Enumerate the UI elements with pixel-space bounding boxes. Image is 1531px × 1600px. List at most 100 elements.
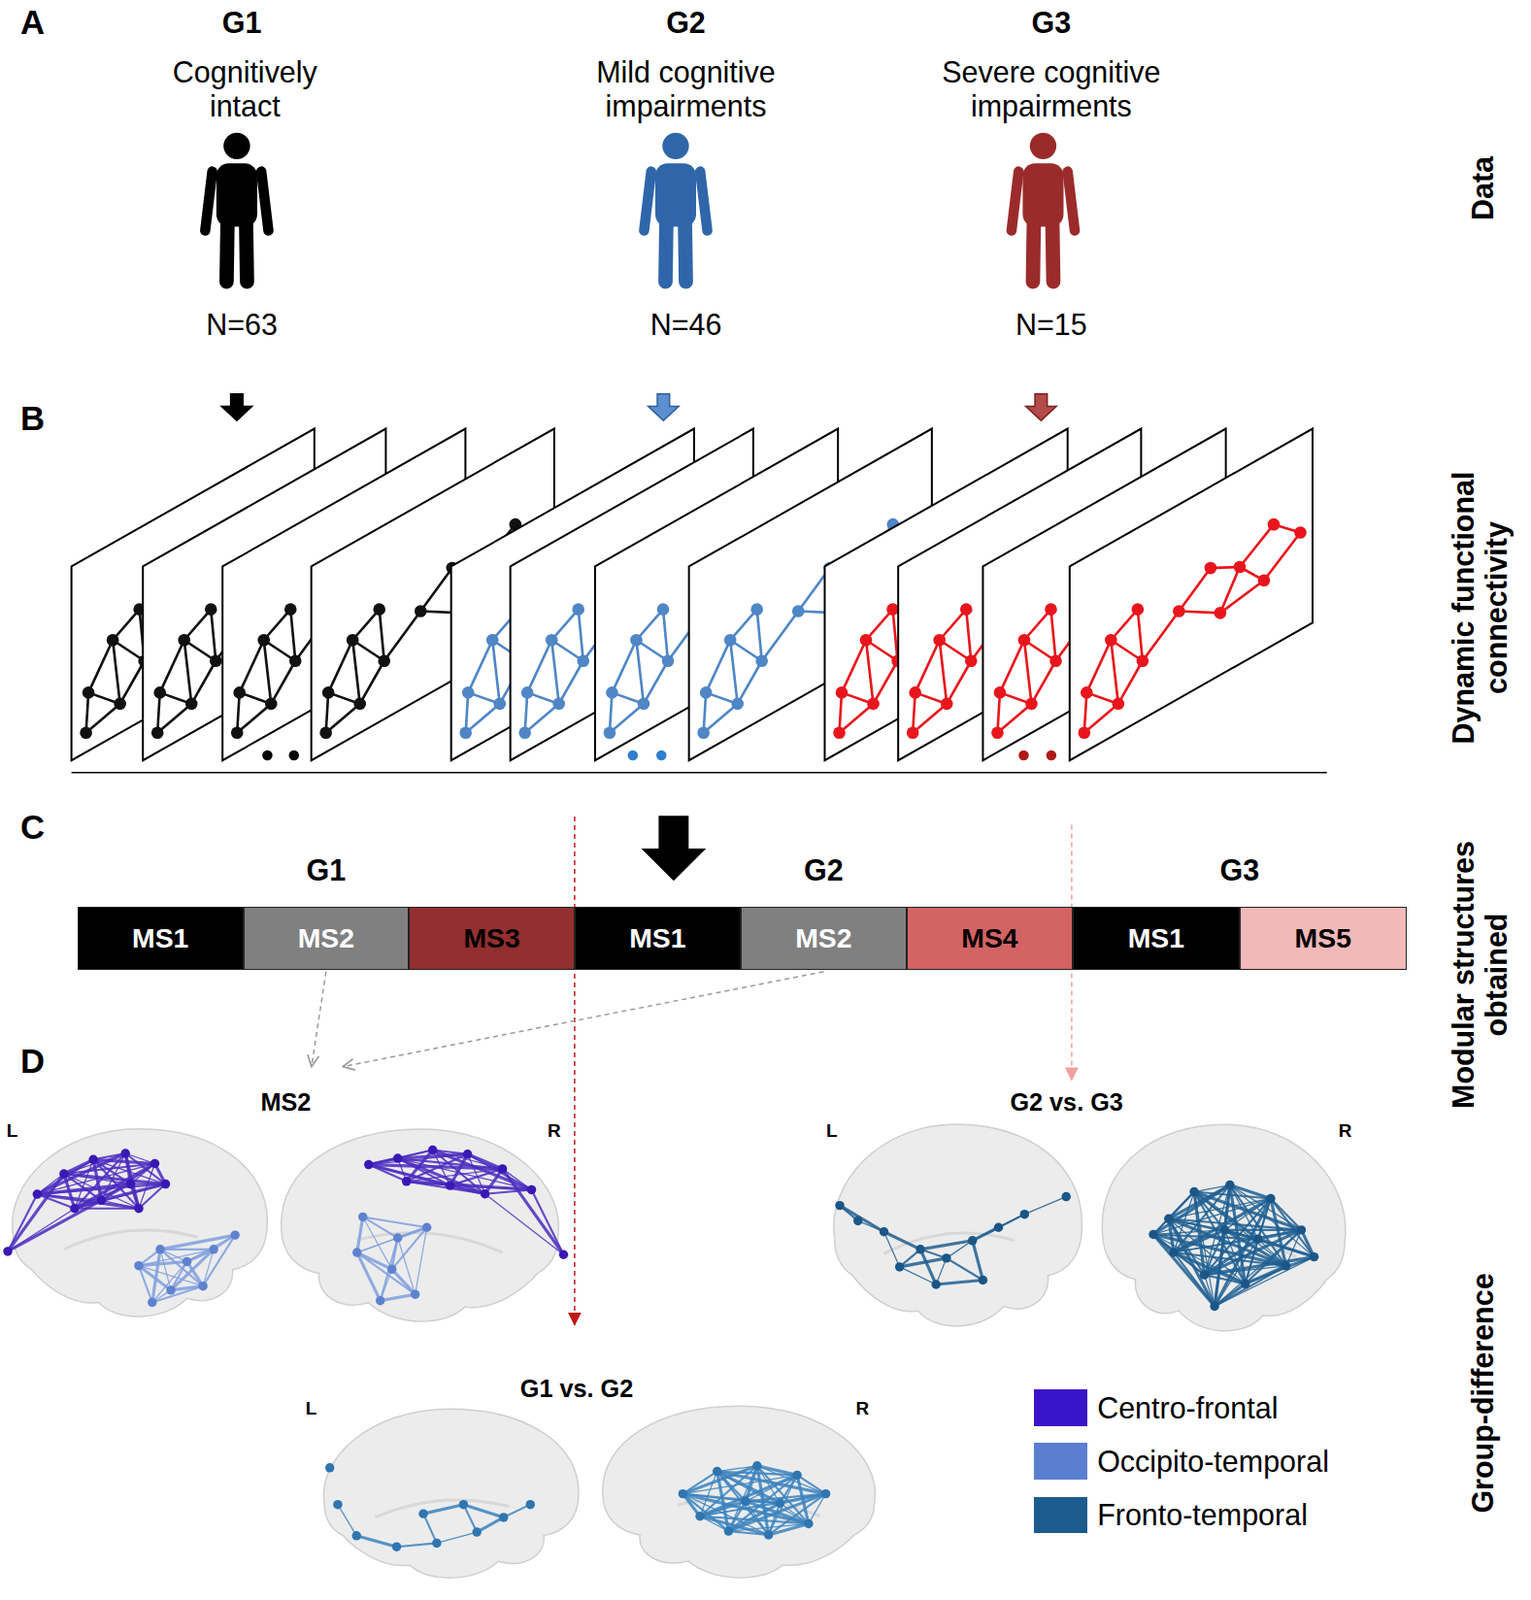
modular-structure-segment: MS1 <box>77 906 244 970</box>
legend-text: Fronto-temporal <box>1097 1497 1308 1532</box>
network-node <box>493 698 506 711</box>
hemisphere-label: R <box>547 1120 562 1142</box>
network-link <box>380 1294 416 1300</box>
network-link <box>972 1214 1026 1241</box>
network-node <box>941 1253 951 1263</box>
network-node <box>332 1499 342 1509</box>
network-link <box>379 609 385 662</box>
network-link <box>492 639 500 704</box>
brain-illustration <box>2 1129 267 1317</box>
network-node <box>545 633 559 647</box>
network-link <box>380 1237 399 1301</box>
dashed-connector <box>311 971 327 1067</box>
network-node <box>289 654 302 667</box>
network-node <box>932 633 946 647</box>
network-node <box>432 1538 441 1548</box>
brain-outline <box>323 1408 579 1578</box>
network-link <box>202 1234 235 1287</box>
network-link <box>865 639 874 704</box>
big-down-arrow <box>642 816 704 880</box>
network-node <box>1025 698 1038 711</box>
network-node <box>724 1526 733 1535</box>
network-node <box>712 1466 722 1476</box>
hemisphere-label: L <box>6 1120 19 1142</box>
brain-illustration <box>1101 1124 1346 1332</box>
panel-letter: C <box>20 807 45 846</box>
network-link <box>1142 610 1180 661</box>
network-node <box>459 1499 468 1509</box>
network-link <box>326 703 361 733</box>
network-link <box>392 1227 428 1269</box>
brain-outline <box>281 1129 560 1322</box>
network-node <box>480 1189 490 1199</box>
modular-structure-segment: MS2 <box>243 906 410 970</box>
network-node <box>393 1232 402 1242</box>
network-link <box>1270 1198 1315 1257</box>
group-heading: G2 <box>803 852 844 887</box>
ellipsis-dot <box>1018 750 1030 762</box>
network-node <box>445 1180 455 1190</box>
network-link <box>423 1513 437 1543</box>
network-node <box>325 1463 334 1472</box>
legend-row: Fronto-temporal <box>1033 1488 1330 1542</box>
sample-size: N=46 <box>650 307 723 341</box>
panel-letter: D <box>20 1042 45 1081</box>
network-node <box>1112 698 1126 711</box>
network-link <box>290 609 296 662</box>
group-description: Severe cognitive impairments <box>915 55 1188 122</box>
network-link <box>328 639 353 693</box>
person-leg <box>1032 216 1034 282</box>
network-node <box>526 1499 535 1509</box>
network-node <box>603 726 617 739</box>
network-link <box>939 639 948 704</box>
network-link <box>392 1268 416 1295</box>
panel-letter: A <box>20 3 45 42</box>
network-node <box>906 726 920 739</box>
network-link <box>1153 1230 1226 1235</box>
network-node <box>1136 654 1150 667</box>
panel-title: MS2 <box>260 1088 311 1117</box>
network-node <box>418 1508 428 1518</box>
network-link <box>920 1240 973 1250</box>
network-node <box>803 1519 813 1529</box>
network-node <box>401 1176 411 1186</box>
network-node <box>387 1264 397 1274</box>
network-node <box>1018 633 1032 647</box>
network-node <box>755 654 768 667</box>
network-link <box>611 639 636 693</box>
network-link <box>202 1249 214 1287</box>
network-node <box>231 726 244 739</box>
ellipsis-dot <box>628 750 639 762</box>
group-description: Mild cognitive impairments <box>564 55 807 122</box>
network-link <box>450 1185 486 1195</box>
network-link <box>485 1189 533 1194</box>
network-node <box>471 1527 481 1536</box>
network-link <box>1214 1257 1315 1307</box>
network-node <box>166 1285 175 1295</box>
network-link <box>125 1153 155 1165</box>
person-icon <box>204 133 268 282</box>
group-band: G2MS1MS2MS4 <box>574 842 1073 969</box>
network-node <box>834 1200 844 1210</box>
person-head <box>223 133 250 160</box>
network-node <box>106 633 120 647</box>
modular-structure-segment: MS3 <box>408 906 575 970</box>
network-node <box>886 602 899 616</box>
network-node <box>1148 1230 1158 1239</box>
network-node <box>731 698 744 711</box>
network-node <box>1220 1225 1230 1234</box>
network-link <box>757 609 763 662</box>
network-link <box>1173 1230 1226 1253</box>
network-node <box>960 602 973 616</box>
network-link <box>972 1240 984 1281</box>
network-link <box>884 1231 922 1250</box>
network-node <box>764 1530 773 1539</box>
group-heading: G3 <box>1220 852 1261 887</box>
network-node <box>1044 602 1058 616</box>
network-node <box>352 1247 362 1257</box>
hemisphere-label: L <box>826 1120 838 1142</box>
network-node <box>177 633 191 647</box>
network-link <box>170 1249 214 1291</box>
brain-illustration <box>323 1408 579 1578</box>
network-link <box>356 1535 397 1547</box>
